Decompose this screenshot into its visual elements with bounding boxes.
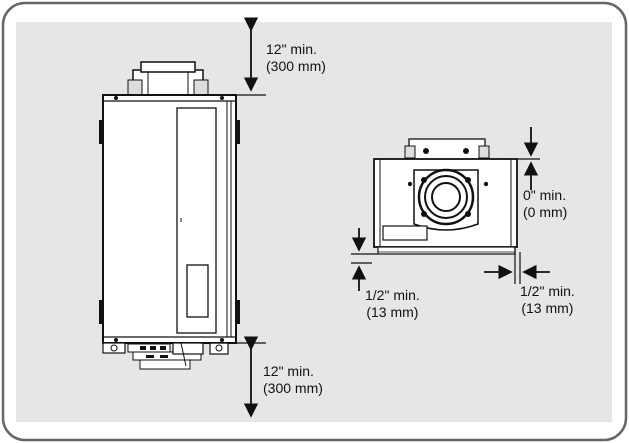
top-view-back-metric: (13 mm) — [366, 304, 419, 320]
top-view-back-clearance-label: 1/2" min. (13 mm) — [365, 287, 420, 321]
top-view-side-clearance-label: 1/2" min. (13 mm) — [520, 283, 575, 317]
bottom-clearance-imperial: 12" min. — [263, 363, 314, 379]
top-view-front-clearance-label: 0" min. (0 mm) — [523, 187, 567, 221]
top-view-front-imperial: 0" min. — [523, 187, 567, 203]
vent-collar — [132, 69, 204, 98]
top-view-collar — [408, 138, 486, 162]
display-window — [186, 264, 209, 318]
top-view-front-metric: (0 mm) — [523, 204, 568, 220]
bottom-fittings — [102, 342, 229, 370]
top-clearance-metric: (300 mm) — [266, 58, 326, 74]
top-view-base-plate — [377, 246, 516, 255]
top-clearance-imperial: 12" min. — [266, 41, 317, 57]
label-plate — [382, 225, 428, 241]
top-view-back-imperial: 1/2" min. — [365, 287, 420, 303]
bottom-clearance-metric: (300 mm) — [263, 380, 323, 396]
top-view-side-metric: (13 mm) — [521, 300, 574, 316]
flue-inner — [431, 182, 461, 212]
top-clearance-label: 12" min. (300 mm) — [266, 41, 326, 75]
bottom-clearance-label: 12" min. (300 mm) — [263, 363, 323, 397]
top-view-unit — [373, 138, 518, 255]
top-view-side-imperial: 1/2" min. — [520, 283, 575, 299]
front-view-unit — [99, 61, 240, 370]
